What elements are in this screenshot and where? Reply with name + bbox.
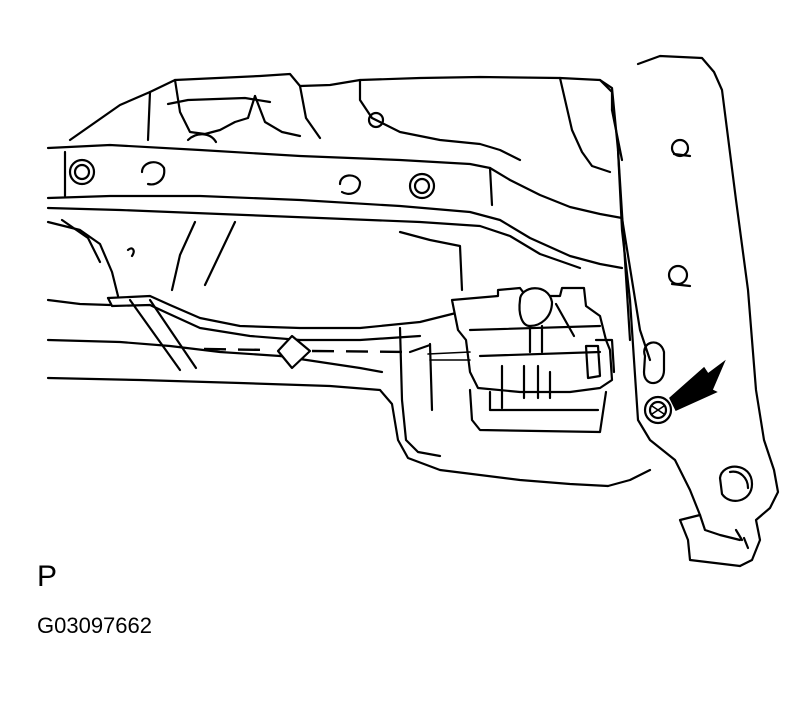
indicator-arrow xyxy=(669,359,726,411)
cable-bracket xyxy=(106,294,462,372)
pointer-arrow-icon xyxy=(669,359,726,411)
figure-code: G03097662 xyxy=(37,613,152,638)
lower-left-structure xyxy=(46,218,610,488)
actuator-assembly xyxy=(398,286,616,458)
upper-frame xyxy=(68,72,614,174)
horizontal-rail xyxy=(46,143,624,270)
view-label: P xyxy=(37,560,58,593)
right-vertical-arm xyxy=(598,54,780,568)
